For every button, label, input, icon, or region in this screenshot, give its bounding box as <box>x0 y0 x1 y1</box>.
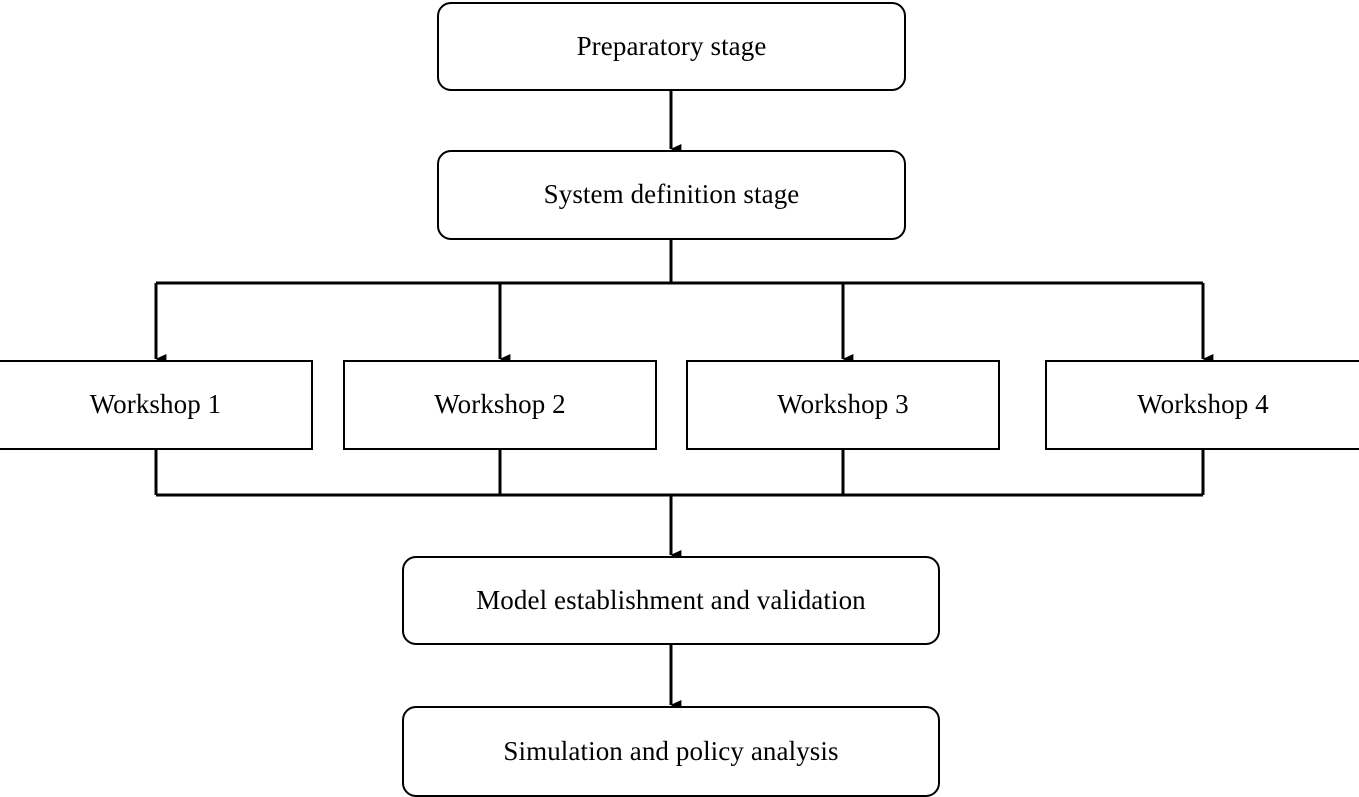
node-label-workshop-3: Workshop 3 <box>777 389 909 420</box>
node-label-workshop-4: Workshop 4 <box>1137 389 1269 420</box>
node-label-simulation-and-policy-analysis: Simulation and policy analysis <box>503 735 839 766</box>
node-label-workshop-1: Workshop 1 <box>89 389 222 420</box>
node-model-establishment-and-validation[interactable]: Model establishment and validation <box>402 556 940 645</box>
node-workshop-4[interactable]: Workshop 4 <box>1045 360 1359 450</box>
node-workshop-1[interactable]: Workshop 1 <box>0 360 313 450</box>
node-workshop-3[interactable]: Workshop 3 <box>686 360 1000 450</box>
node-preparatory-stage[interactable]: Preparatory stage <box>437 2 906 91</box>
node-label-system-definition-stage: System definition stage <box>543 179 800 210</box>
node-system-definition-stage[interactable]: System definition stage <box>437 150 906 240</box>
node-label-workshop-2: Workshop 2 <box>434 389 566 420</box>
node-label-model-establishment-and-validation: Model establishment and validation <box>476 584 866 615</box>
node-label-preparatory-stage: Preparatory stage <box>576 30 767 61</box>
node-simulation-and-policy-analysis[interactable]: Simulation and policy analysis <box>402 706 940 797</box>
node-workshop-2[interactable]: Workshop 2 <box>343 360 657 450</box>
